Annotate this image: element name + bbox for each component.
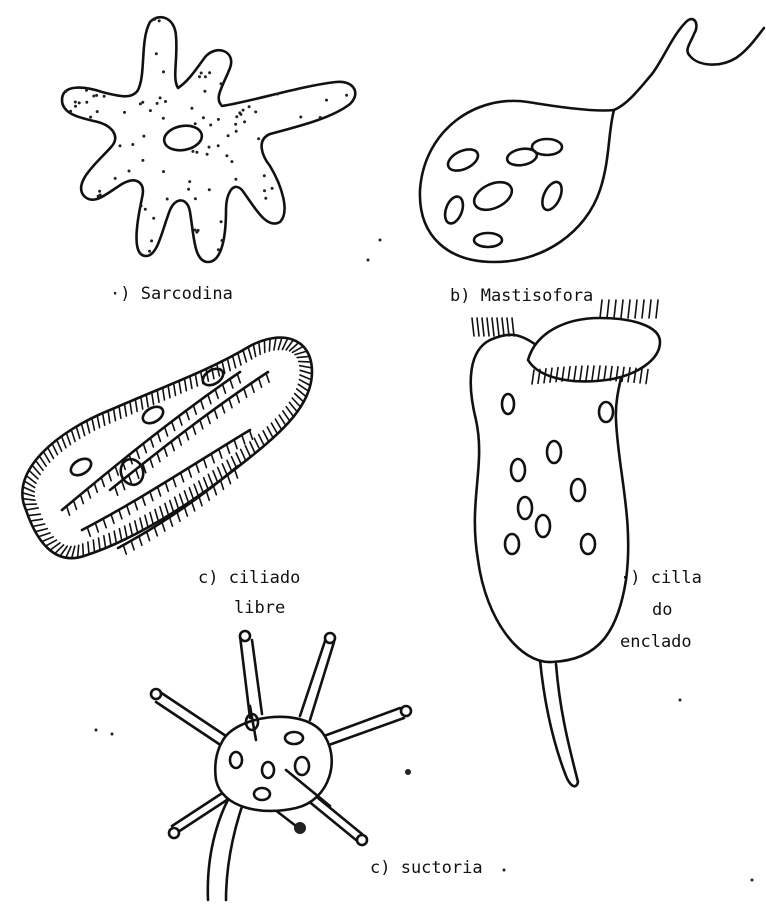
label-mastigofora: b) Mastisofora [450,288,593,305]
mastigofora-flagellate [420,19,764,262]
ciliado-anclado-vorticella [471,300,660,786]
label-ciliado-anclado-line3: enclado [620,634,692,651]
label-suctoria: c) suctoria [370,860,483,877]
sarcodina-amoeba [62,17,355,262]
label-ciliado-anclado-line2: do [652,602,672,619]
ciliado-libre-paramecium [22,338,312,559]
label-ciliado-libre-line2: libre [234,600,285,617]
label-ciliado-anclado-line1: ·) cilla [620,570,702,587]
label-ciliado-libre-line1: c) ciliado [198,570,300,587]
label-sarcodina: ·) Sarcodina [110,286,233,303]
